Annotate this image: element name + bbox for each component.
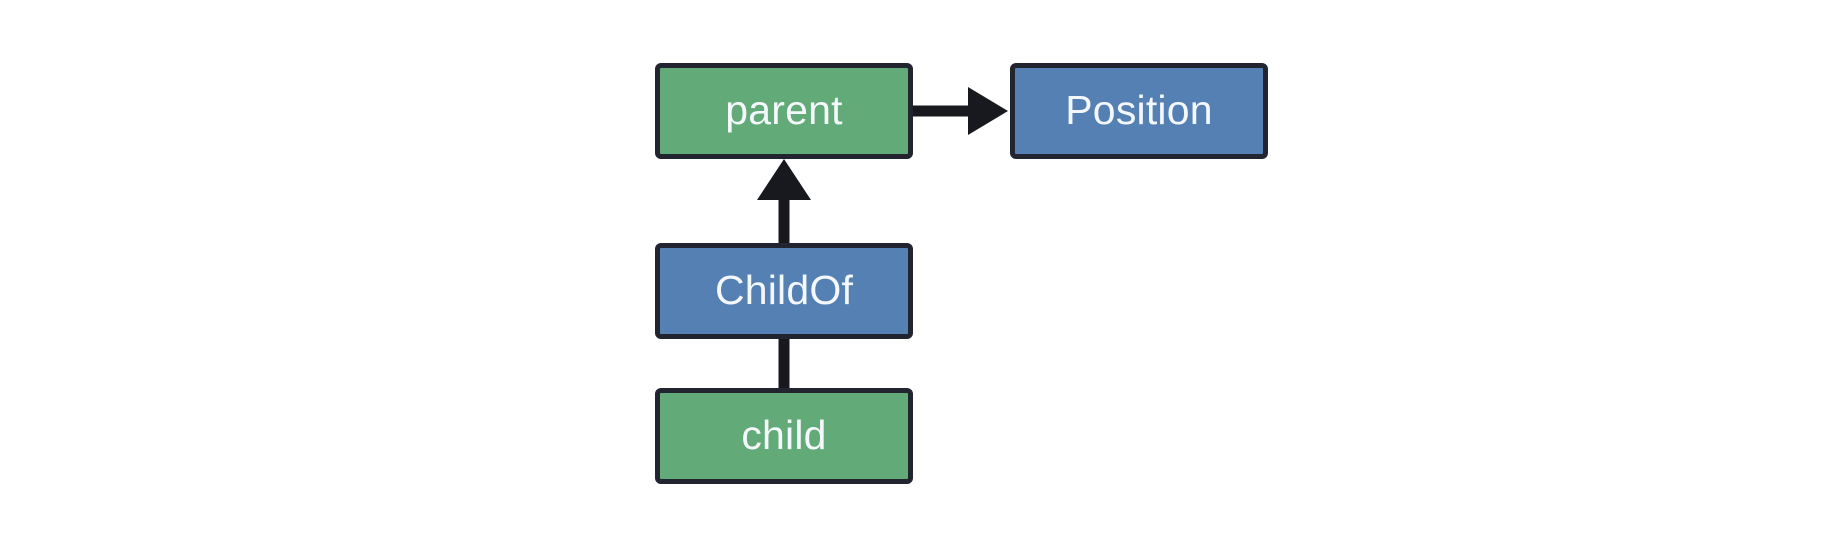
node-parent[interactable]: parent (655, 63, 913, 159)
node-child[interactable]: child (655, 388, 913, 484)
node-parent-label: parent (725, 86, 843, 133)
node-child-label: child (741, 411, 827, 458)
node-childof-label: ChildOf (714, 266, 854, 313)
node-childof[interactable]: ChildOf (655, 243, 913, 339)
node-position-label: Position (1065, 86, 1213, 133)
edge-childof-to-parent (757, 159, 811, 243)
node-position[interactable]: Position (1010, 63, 1268, 159)
edge-parent-to-position (913, 87, 1008, 135)
